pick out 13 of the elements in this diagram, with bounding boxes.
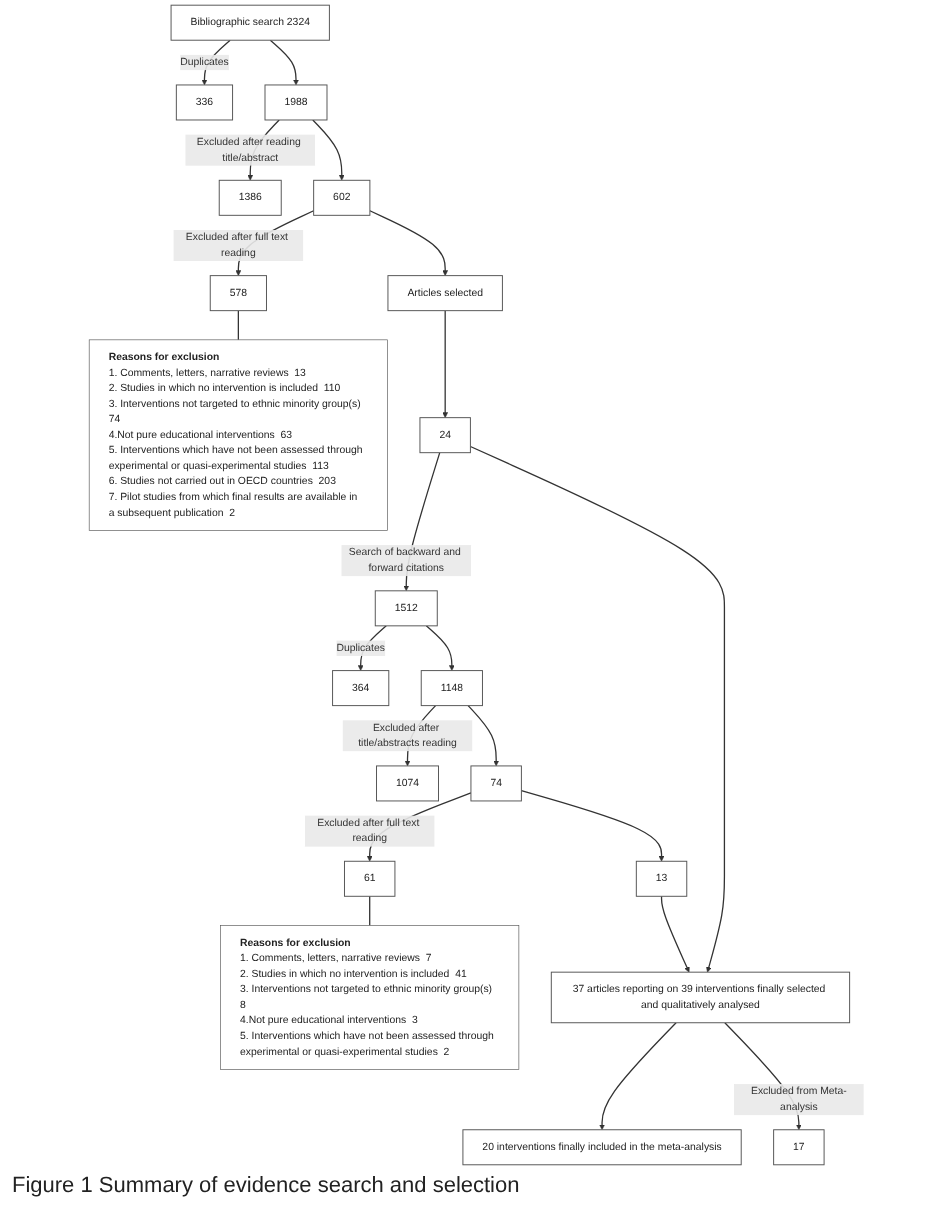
arrow [368, 210, 448, 276]
figure-caption: Figure 1 Summary of evidence search and selection [10, 1172, 522, 1202]
connector [237, 310, 239, 341]
arrow [441, 310, 448, 418]
arrow [311, 119, 345, 181]
arrow [469, 445, 725, 973]
arrow [660, 895, 690, 973]
connector [368, 895, 370, 927]
arrow [598, 1022, 677, 1130]
arrow [520, 790, 664, 862]
arrow [467, 704, 499, 767]
arrow [269, 39, 299, 86]
arrow [425, 625, 455, 671]
